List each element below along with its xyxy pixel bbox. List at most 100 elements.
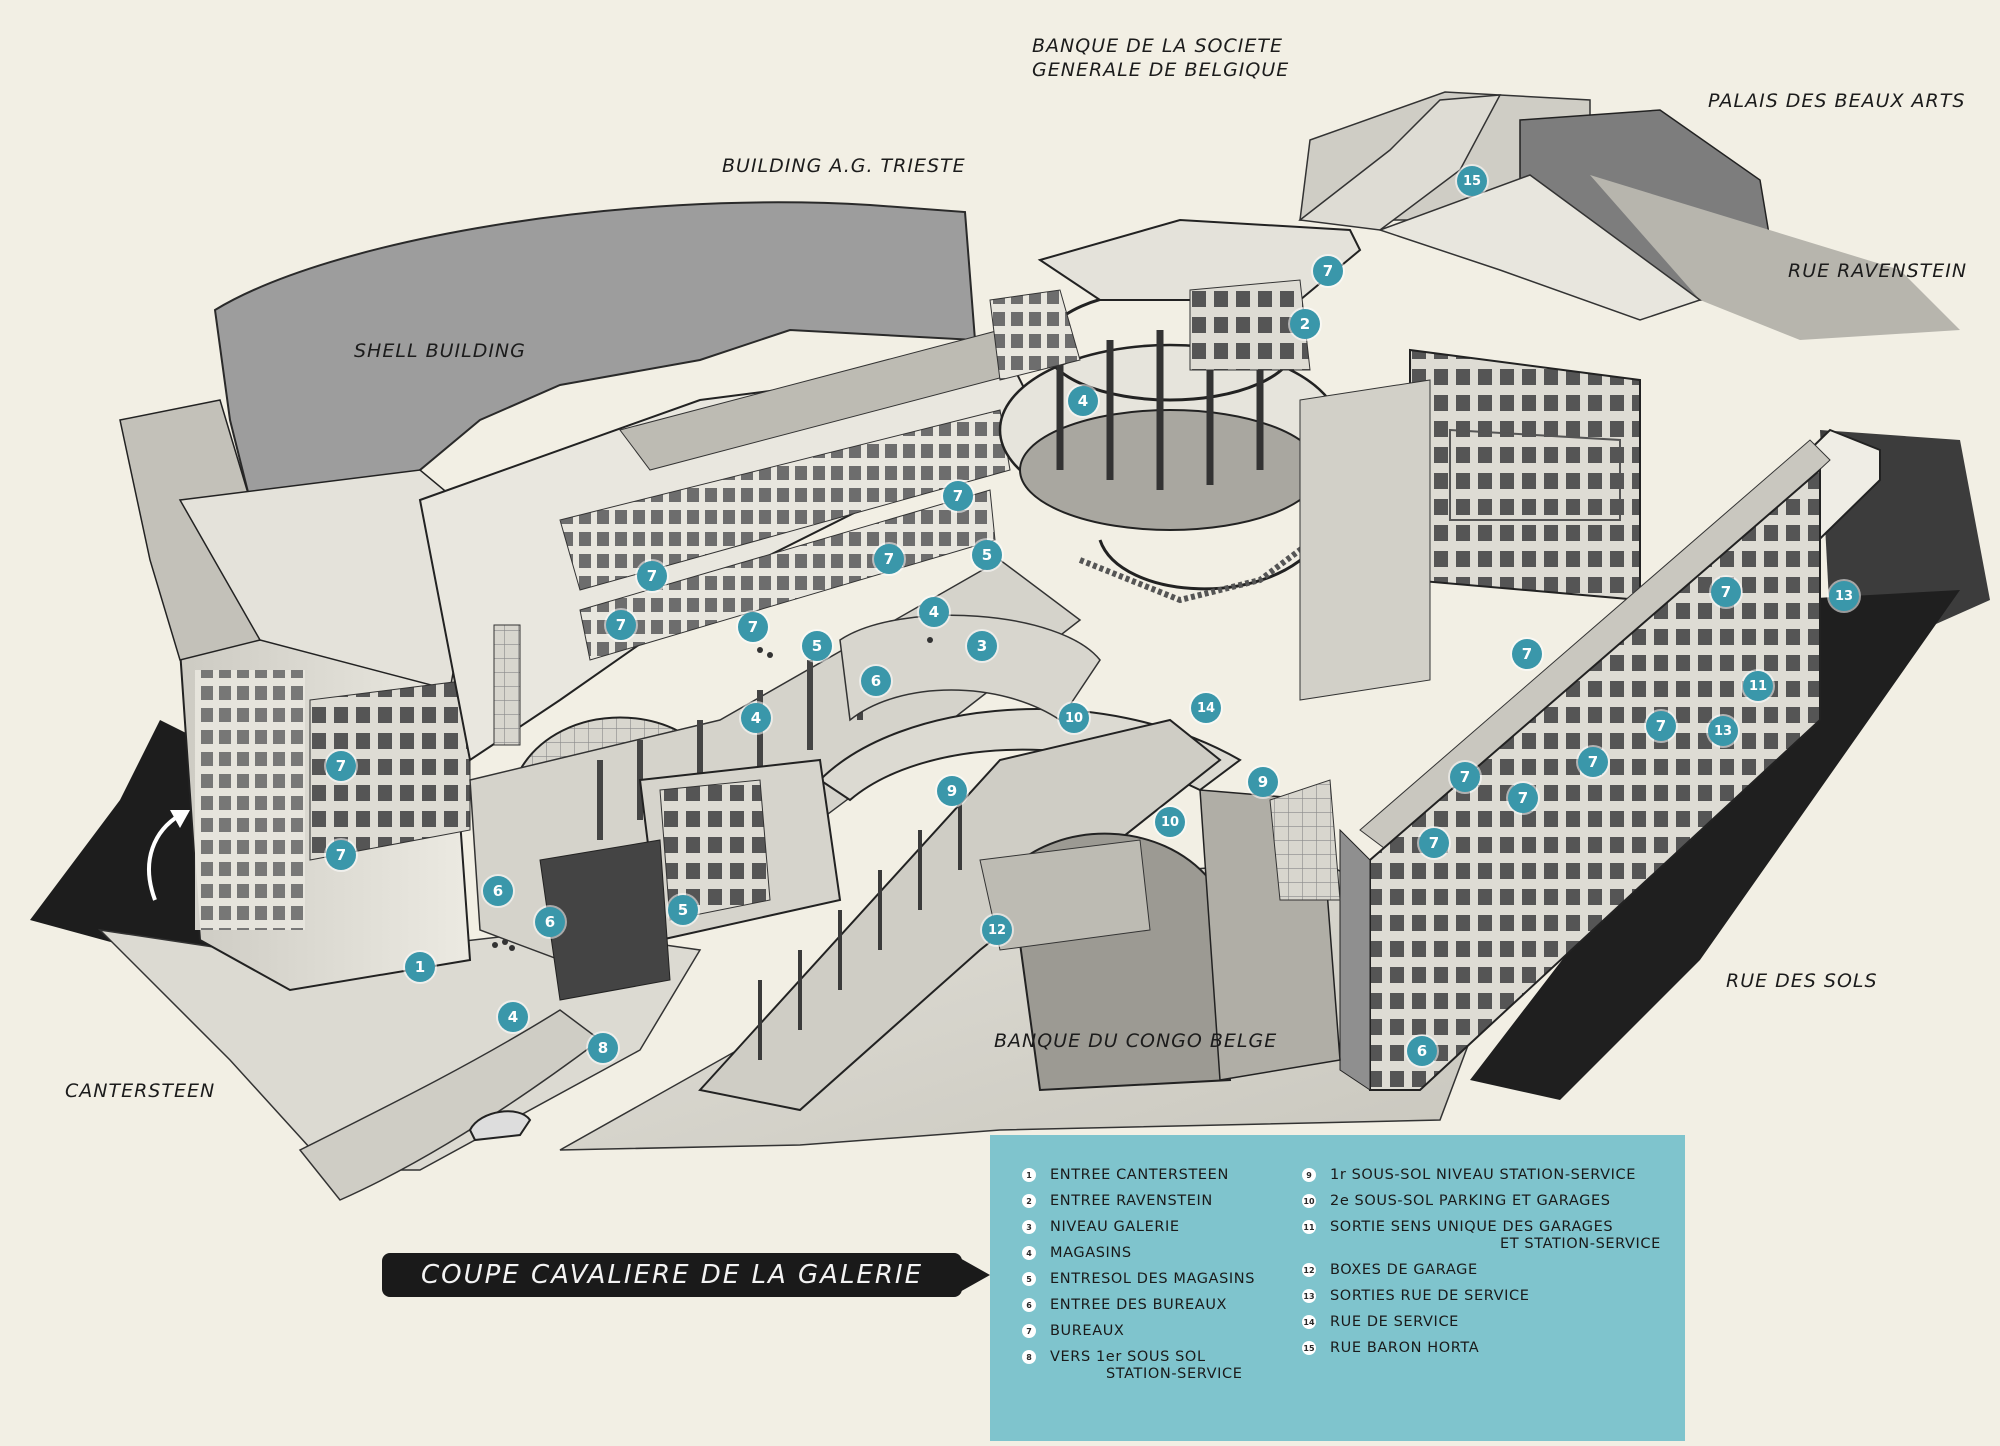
marker-7: 7 (1313, 256, 1343, 286)
marker-7: 7 (1578, 747, 1608, 777)
legend-label: RUE DE SERVICE (1330, 1314, 1459, 1330)
legend-number: 11 (1302, 1220, 1316, 1234)
marker-4: 4 (498, 1002, 528, 1032)
label-banque-societe-generale: BANQUE DE LA SOCIETE GENERALE DE BELGIQU… (1032, 34, 1289, 82)
legend-item: 10 2e SOUS-SOL PARKING ET GARAGES (1302, 1193, 1667, 1210)
marker-9: 9 (1248, 767, 1278, 797)
marker-7: 7 (637, 561, 667, 591)
legend-label-multiline: SORTIE SENS UNIQUE DES GARAGES ET STATIO… (1330, 1219, 1661, 1253)
legend-label: 1r SOUS-SOL NIVEAU STATION-SERVICE (1330, 1167, 1636, 1183)
legend-number: 1 (1022, 1168, 1036, 1182)
legend-label-multiline: VERS 1er SOUS SOL STATION-SERVICE (1050, 1349, 1242, 1383)
marker-4: 4 (919, 597, 949, 627)
legend-item: 8 VERS 1er SOUS SOL STATION-SERVICE (1022, 1349, 1282, 1383)
legend-label: SORTIES RUE DE SERVICE (1330, 1288, 1530, 1304)
marker-2: 2 (1290, 309, 1320, 339)
legend-number: 13 (1302, 1289, 1316, 1303)
marker-1: 1 (405, 952, 435, 982)
marker-5: 5 (972, 540, 1002, 570)
legend-label: BUREAUX (1050, 1323, 1125, 1339)
marker-15: 15 (1457, 166, 1487, 196)
marker-7: 7 (1508, 783, 1538, 813)
marker-6: 6 (1407, 1036, 1437, 1066)
legend-number: 7 (1022, 1324, 1036, 1338)
legend-label-line1: SORTIE SENS UNIQUE DES GARAGES (1330, 1219, 1614, 1235)
label-shell-building: SHELL BUILDING (354, 340, 526, 362)
marker-13: 13 (1708, 716, 1738, 746)
legend-label: MAGASINS (1050, 1245, 1132, 1261)
legend-item: 14 RUE DE SERVICE (1302, 1314, 1667, 1331)
legend-item: 7 BUREAUX (1022, 1323, 1282, 1340)
legend-item: 3 NIVEAU GALERIE (1022, 1219, 1282, 1236)
marker-10: 10 (1155, 807, 1185, 837)
legend-item: 11 SORTIE SENS UNIQUE DES GARAGES ET STA… (1302, 1219, 1667, 1253)
label-palais-beaux-arts: PALAIS DES BEAUX ARTS (1708, 90, 1966, 112)
label-banque-societe-generale-line1: BANQUE DE LA SOCIETE (1032, 35, 1283, 57)
legend-number: 15 (1302, 1341, 1316, 1355)
marker-9: 9 (937, 776, 967, 806)
legend-number: 5 (1022, 1272, 1036, 1286)
legend-item: 2 ENTREE RAVENSTEIN (1022, 1193, 1282, 1210)
legend-number: 12 (1302, 1263, 1316, 1277)
marker-7: 7 (738, 612, 768, 642)
marker-7: 7 (1646, 711, 1676, 741)
marker-5: 5 (802, 631, 832, 661)
legend-label: ENTREE DES BUREAUX (1050, 1297, 1228, 1313)
legend-item: 12 BOXES DE GARAGE (1302, 1262, 1667, 1279)
marker-8: 8 (588, 1033, 618, 1063)
legend-label: ENTREE CANTERSTEEN (1050, 1167, 1229, 1183)
marker-7: 7 (1419, 828, 1449, 858)
marker-10: 10 (1059, 703, 1089, 733)
label-rue-ravenstein: RUE RAVENSTEIN (1788, 260, 1968, 282)
marker-13: 13 (1829, 581, 1859, 611)
label-cantersteen: CANTERSTEEN (65, 1080, 216, 1102)
legend-column-right: 9 1r SOUS-SOL NIVEAU STATION-SERVICE 10 … (1302, 1167, 1667, 1431)
marker-6: 6 (861, 666, 891, 696)
legend-number: 2 (1022, 1194, 1036, 1208)
legend-label: ENTRESOL DES MAGASINS (1050, 1271, 1256, 1287)
marker-4: 4 (1068, 386, 1098, 416)
legend-label-line1: VERS 1er SOUS SOL (1050, 1349, 1206, 1365)
legend-item: 9 1r SOUS-SOL NIVEAU STATION-SERVICE (1302, 1167, 1667, 1184)
marker-3: 3 (967, 631, 997, 661)
legend-number: 4 (1022, 1246, 1036, 1260)
marker-6: 6 (483, 876, 513, 906)
legend-item: 4 MAGASINS (1022, 1245, 1282, 1262)
marker-14: 14 (1191, 693, 1221, 723)
legend-number: 14 (1302, 1315, 1316, 1329)
marker-11: 11 (1743, 671, 1773, 701)
legend-item: 15 RUE BARON HORTA (1302, 1340, 1667, 1357)
marker-7: 7 (943, 481, 973, 511)
label-building-ag-trieste: BUILDING A.G. TRIESTE (722, 155, 966, 177)
page-title: COUPE CAVALIERE DE LA GALERIE (382, 1253, 962, 1297)
marker-7: 7 (874, 544, 904, 574)
marker-7: 7 (1512, 639, 1542, 669)
legend-item: 6 ENTREE DES BUREAUX (1022, 1297, 1282, 1314)
legend-item: 5 ENTRESOL DES MAGASINS (1022, 1271, 1282, 1288)
legend-label: NIVEAU GALERIE (1050, 1219, 1180, 1235)
marker-7: 7 (606, 610, 636, 640)
legend-label: 2e SOUS-SOL PARKING ET GARAGES (1330, 1193, 1611, 1209)
marker-6: 6 (535, 907, 565, 937)
marker-12: 12 (982, 915, 1012, 945)
marker-5: 5 (668, 895, 698, 925)
marker-7: 7 (326, 751, 356, 781)
legend-item: 1 ENTREE CANTERSTEEN (1022, 1167, 1282, 1184)
title-banner-arrow (958, 1257, 990, 1293)
legend-number: 3 (1022, 1220, 1036, 1234)
label-banque-congo-belge: BANQUE DU CONGO BELGE (994, 1030, 1278, 1052)
label-rue-des-sols: RUE DES SOLS (1726, 970, 1878, 992)
legend-label: RUE BARON HORTA (1330, 1340, 1480, 1356)
legend-number: 6 (1022, 1298, 1036, 1312)
label-banque-societe-generale-line2: GENERALE DE BELGIQUE (1032, 59, 1290, 81)
legend-label: BOXES DE GARAGE (1330, 1262, 1478, 1278)
legend-number: 9 (1302, 1168, 1316, 1182)
legend-label: ENTREE RAVENSTEIN (1050, 1193, 1213, 1209)
marker-4: 4 (741, 703, 771, 733)
legend-column-left: 1 ENTREE CANTERSTEEN 2 ENTREE RAVENSTEIN… (1022, 1167, 1282, 1431)
legend-number: 8 (1022, 1350, 1036, 1364)
legend-number: 10 (1302, 1194, 1316, 1208)
marker-7: 7 (1450, 762, 1480, 792)
marker-7: 7 (1711, 577, 1741, 607)
